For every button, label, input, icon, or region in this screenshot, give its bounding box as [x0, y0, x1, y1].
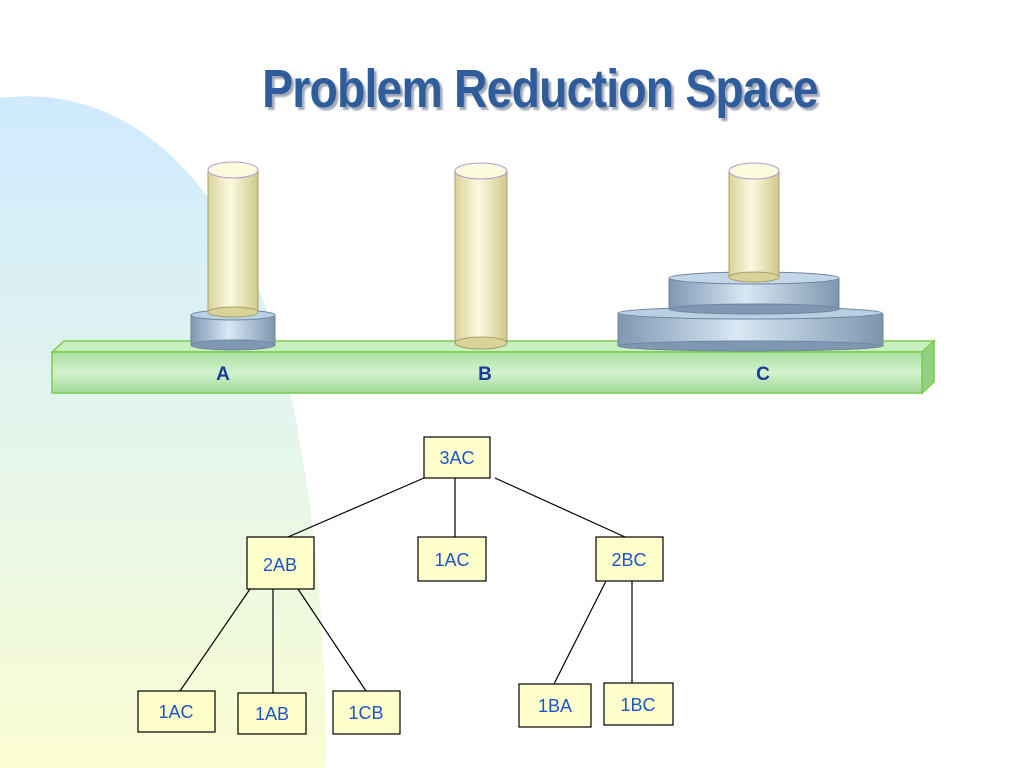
rod-a — [207, 161, 259, 318]
svg-text:1AB: 1AB — [255, 704, 289, 724]
slide-title: Problem Reduction Space — [262, 59, 819, 119]
svg-text:1BA: 1BA — [538, 696, 572, 716]
tree-node-1ac-leaf: 1AC — [137, 690, 216, 733]
tree-node-2ab: 2AB — [246, 536, 315, 590]
peg-label-c: C — [756, 364, 770, 385]
tree-edges — [179, 477, 633, 693]
svg-text:1AC: 1AC — [434, 550, 469, 570]
rod-c — [728, 162, 780, 283]
tree-node-1bc: 1BC — [603, 682, 674, 726]
svg-text:2AB: 2AB — [263, 555, 297, 575]
svg-text:1CB: 1CB — [348, 703, 383, 723]
tree-node-1ac-mid: 1AC — [417, 536, 487, 582]
tree-node-2bc: 2BC — [595, 536, 664, 582]
tree-node-root: 3AC — [423, 436, 491, 479]
svg-text:1BC: 1BC — [620, 695, 655, 715]
svg-text:1AC: 1AC — [158, 702, 193, 722]
peg-label-a: A — [216, 364, 230, 385]
tree-node-1ba: 1BA — [518, 683, 592, 728]
svg-text:3AC: 3AC — [439, 448, 474, 468]
svg-text:2BC: 2BC — [611, 550, 646, 570]
peg-a — [190, 161, 276, 351]
peg-b — [454, 162, 508, 350]
peg-label-b: B — [478, 364, 492, 385]
tree-node-1ab: 1AB — [237, 692, 307, 735]
tree-node-1cb: 1CB — [332, 690, 401, 735]
peg-c — [617, 162, 884, 352]
